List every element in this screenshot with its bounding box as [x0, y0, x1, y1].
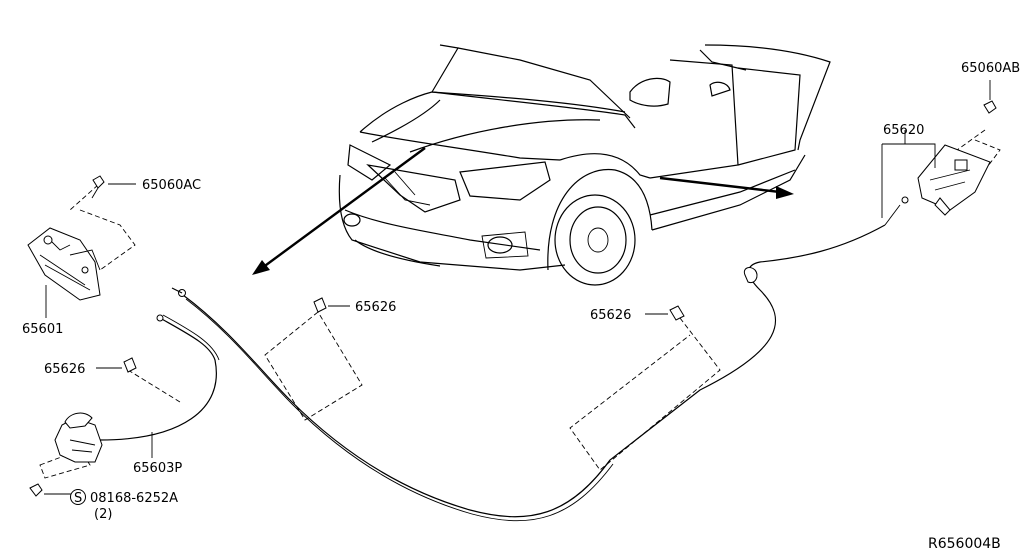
- hood-opener-handle: [881, 80, 997, 218]
- label-65601: 65601: [22, 322, 63, 337]
- reference-code: R656004B: [928, 536, 1001, 552]
- label-08168-6252A: 08168-6252A: [90, 491, 178, 506]
- label-65060AC: 65060AC: [142, 178, 201, 193]
- label-65626-left: 65626: [44, 362, 85, 377]
- label-65060AB: 65060AB: [961, 61, 1020, 76]
- label-65603P: 65603P: [133, 461, 182, 476]
- vehicle-illustration: [338, 44, 831, 286]
- label-quantity: (2): [94, 507, 112, 522]
- part-labels: 65060AB 65620 65060AC 65601 65626 65626 …: [22, 61, 1020, 552]
- direction-arrows: [252, 147, 794, 275]
- label-65626-center: 65626: [355, 300, 396, 315]
- label-65626-right: 65626: [590, 308, 631, 323]
- release-lever: [29, 412, 153, 505]
- release-cable: [99, 196, 909, 522]
- hood-lock-assembly: [27, 175, 136, 318]
- clips: [96, 297, 685, 373]
- label-s-symbol: S: [74, 491, 82, 506]
- label-65620: 65620: [883, 123, 924, 138]
